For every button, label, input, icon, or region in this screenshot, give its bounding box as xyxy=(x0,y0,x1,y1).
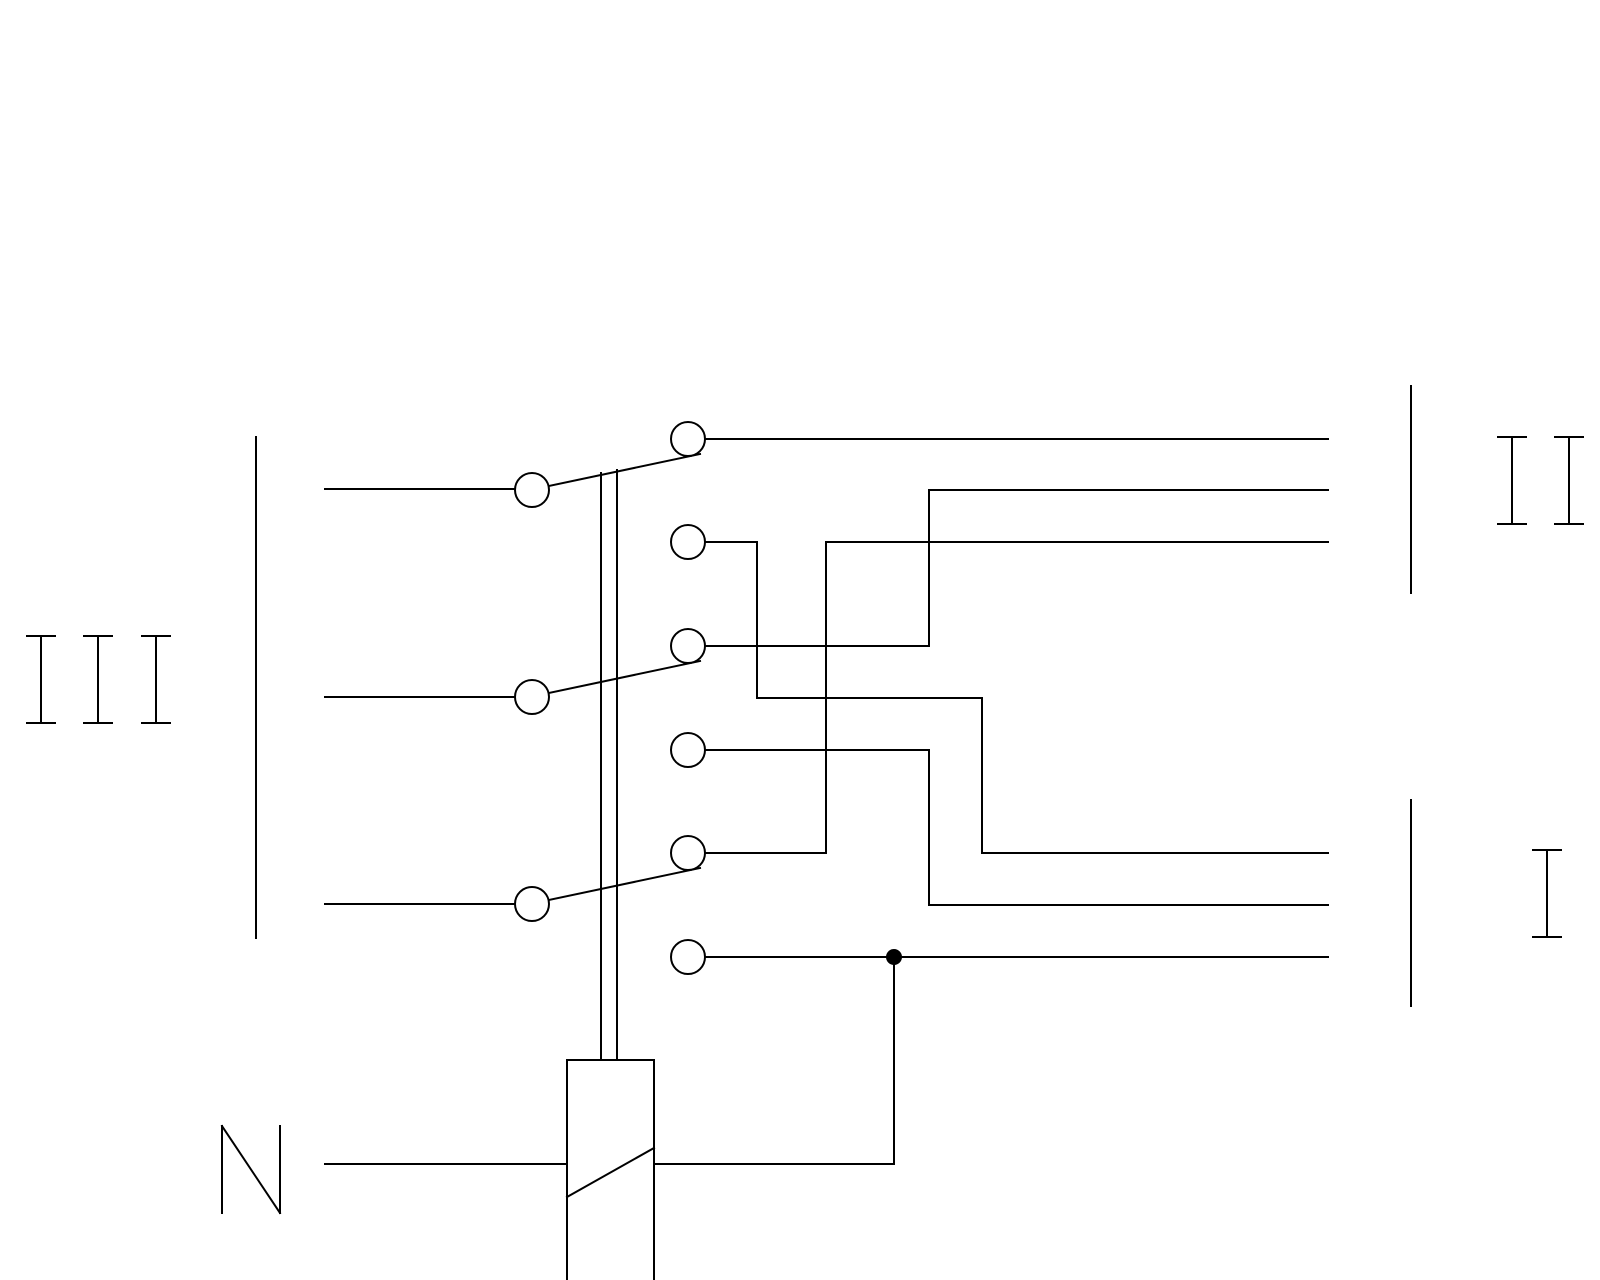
relay-coil-winding xyxy=(565,1146,656,1199)
input-terminal-1 xyxy=(514,472,550,508)
input-terminal-3 xyxy=(514,886,550,922)
output-II-line-2 xyxy=(704,489,1329,647)
contact-terminal-6 xyxy=(670,939,706,975)
switch-blade-3 xyxy=(547,866,702,902)
switch-blade-2 xyxy=(547,659,702,695)
coil-return-wire xyxy=(653,956,895,1165)
contact-terminal-1 xyxy=(670,421,706,457)
contact-terminal-3 xyxy=(670,628,706,664)
label-N xyxy=(220,1124,282,1215)
contact-terminal-5 xyxy=(670,835,706,871)
label-I xyxy=(1532,849,1562,938)
contact-terminal-2 xyxy=(670,524,706,560)
junction-dot xyxy=(886,949,902,965)
label-II xyxy=(1497,436,1584,525)
output-I-line-2 xyxy=(704,749,1329,906)
output-I-line-1 xyxy=(704,541,1329,854)
contact-terminal-4 xyxy=(670,732,706,768)
input-terminal-2 xyxy=(514,679,550,715)
relay-coil-body xyxy=(566,1059,655,1280)
label-III xyxy=(26,635,171,724)
switch-blade-1 xyxy=(547,452,702,488)
